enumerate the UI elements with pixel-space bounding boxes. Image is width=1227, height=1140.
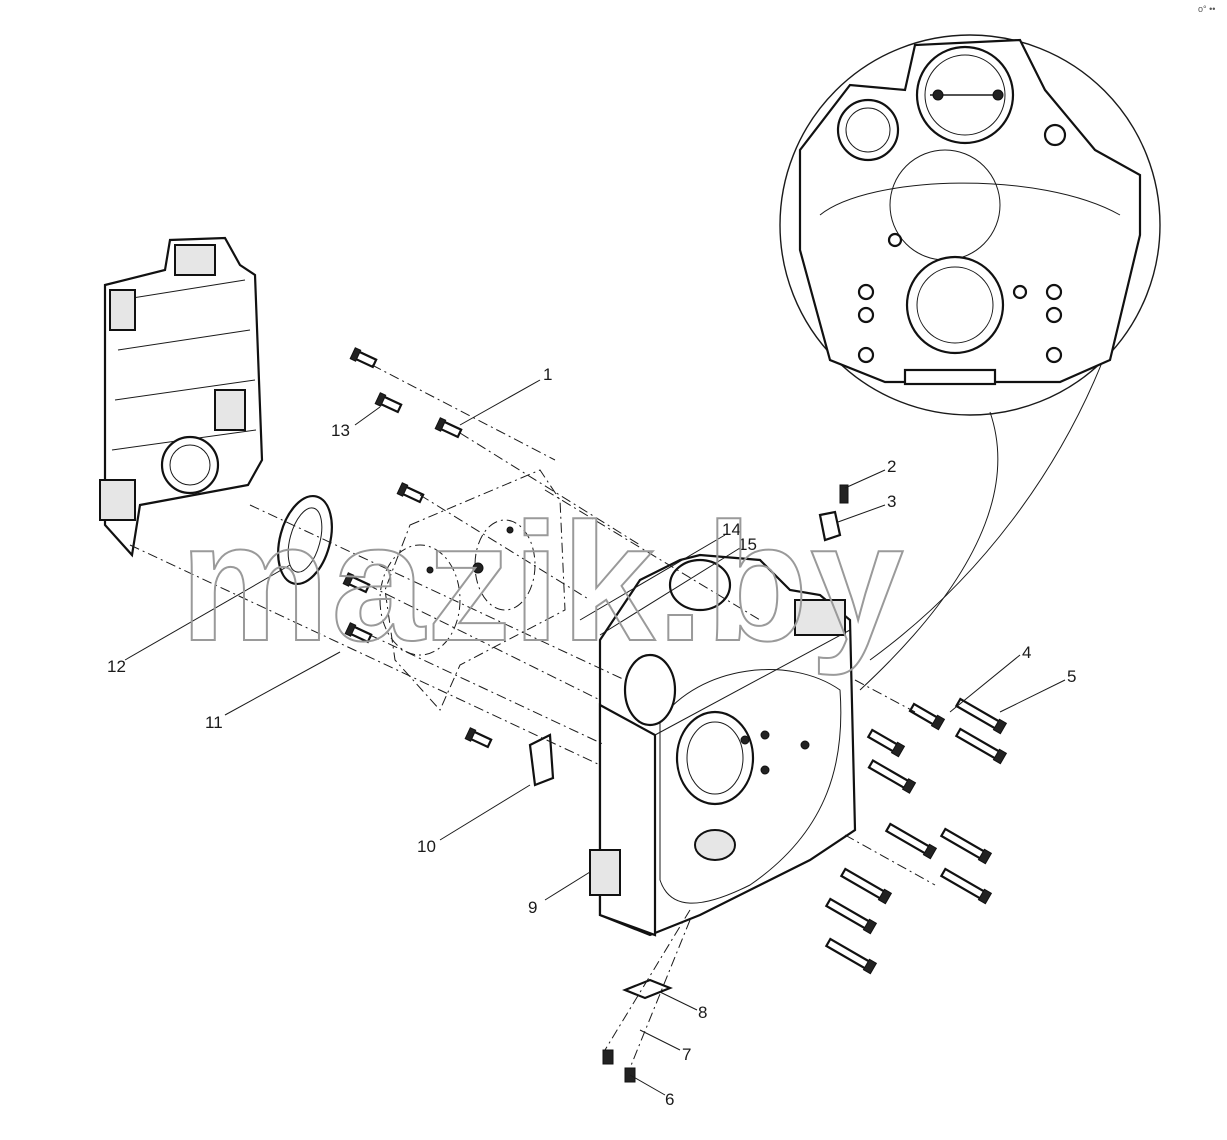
housing-gasket xyxy=(379,469,566,711)
callout-2: 2 xyxy=(887,457,896,476)
callout-15: 15 xyxy=(738,535,757,554)
callout-5: 5 xyxy=(1067,667,1076,686)
callout-8: 8 xyxy=(698,1003,707,1022)
callout-4: 4 xyxy=(1022,643,1031,662)
crankshaft-seal xyxy=(277,494,333,586)
leader-lines xyxy=(124,379,1066,1096)
bolts xyxy=(342,347,1008,1083)
callout-6: 6 xyxy=(665,1090,674,1109)
callout-14: 14 xyxy=(722,520,741,539)
callout-labels: 1 2 3 4 5 6 7 8 9 10 11 12 13 14 15 xyxy=(107,365,1076,1109)
callout-3: 3 xyxy=(887,492,896,511)
engine-block-front xyxy=(99,236,264,558)
detail-view-circle xyxy=(779,34,1161,691)
sensor xyxy=(818,484,849,542)
corner-mark: o° •• xyxy=(1198,4,1215,14)
callout-1: 1 xyxy=(543,365,552,384)
callout-12: 12 xyxy=(107,657,126,676)
flywheel-housing xyxy=(589,553,857,937)
callout-13: 13 xyxy=(331,421,350,440)
callout-10: 10 xyxy=(417,837,436,856)
callout-11: 11 xyxy=(205,713,223,732)
bracket xyxy=(528,733,555,787)
callout-7: 7 xyxy=(682,1045,691,1064)
callout-9: 9 xyxy=(528,898,537,917)
cover-plate xyxy=(622,978,673,1000)
assembly-axes xyxy=(129,364,936,1069)
watermark-text: mazik.by xyxy=(180,488,906,676)
